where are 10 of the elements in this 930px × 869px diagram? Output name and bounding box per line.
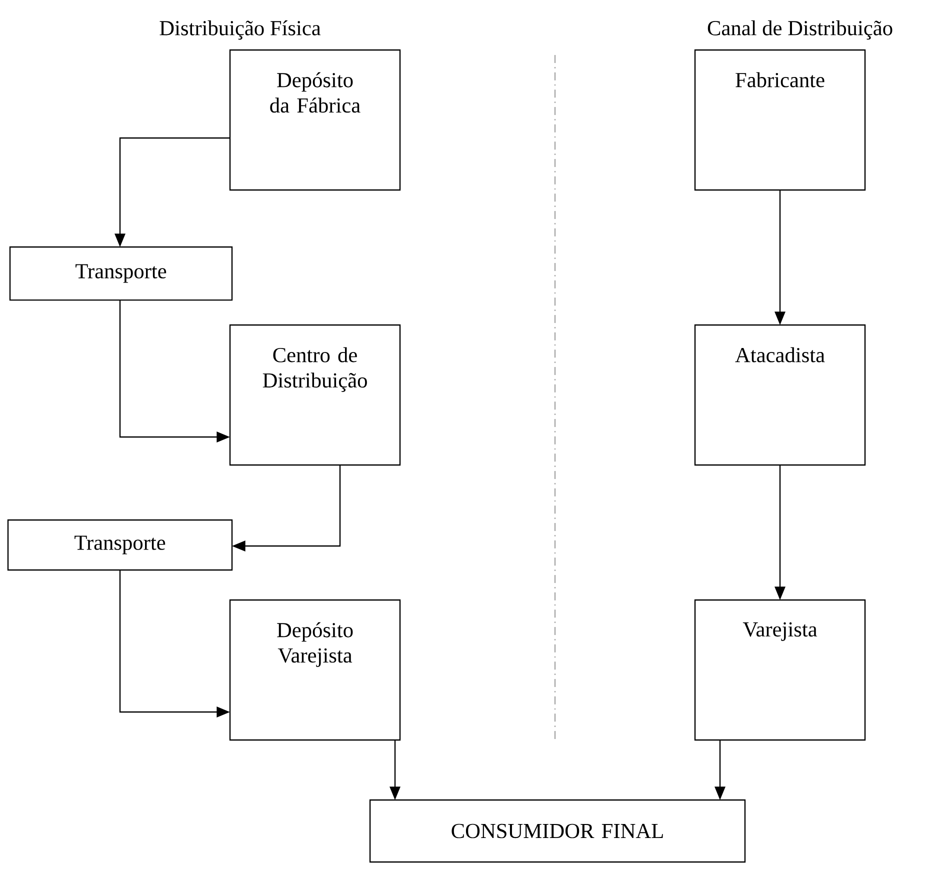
process-box: Fabricante: [694, 49, 866, 191]
process-box: Centro de Distribuição: [229, 324, 401, 466]
process-box: Transporte: [9, 246, 233, 301]
process-box: Varejista: [694, 599, 866, 741]
process-box: Depósito Varejista: [229, 599, 401, 741]
process-box: CONSUMIDOR FINAL: [369, 799, 746, 863]
process-box: Atacadista: [694, 324, 866, 466]
process-box: Depósito da Fábrica: [229, 49, 401, 191]
process-box: Transporte: [7, 519, 233, 571]
column-heading: Distribuição Física: [160, 20, 321, 40]
